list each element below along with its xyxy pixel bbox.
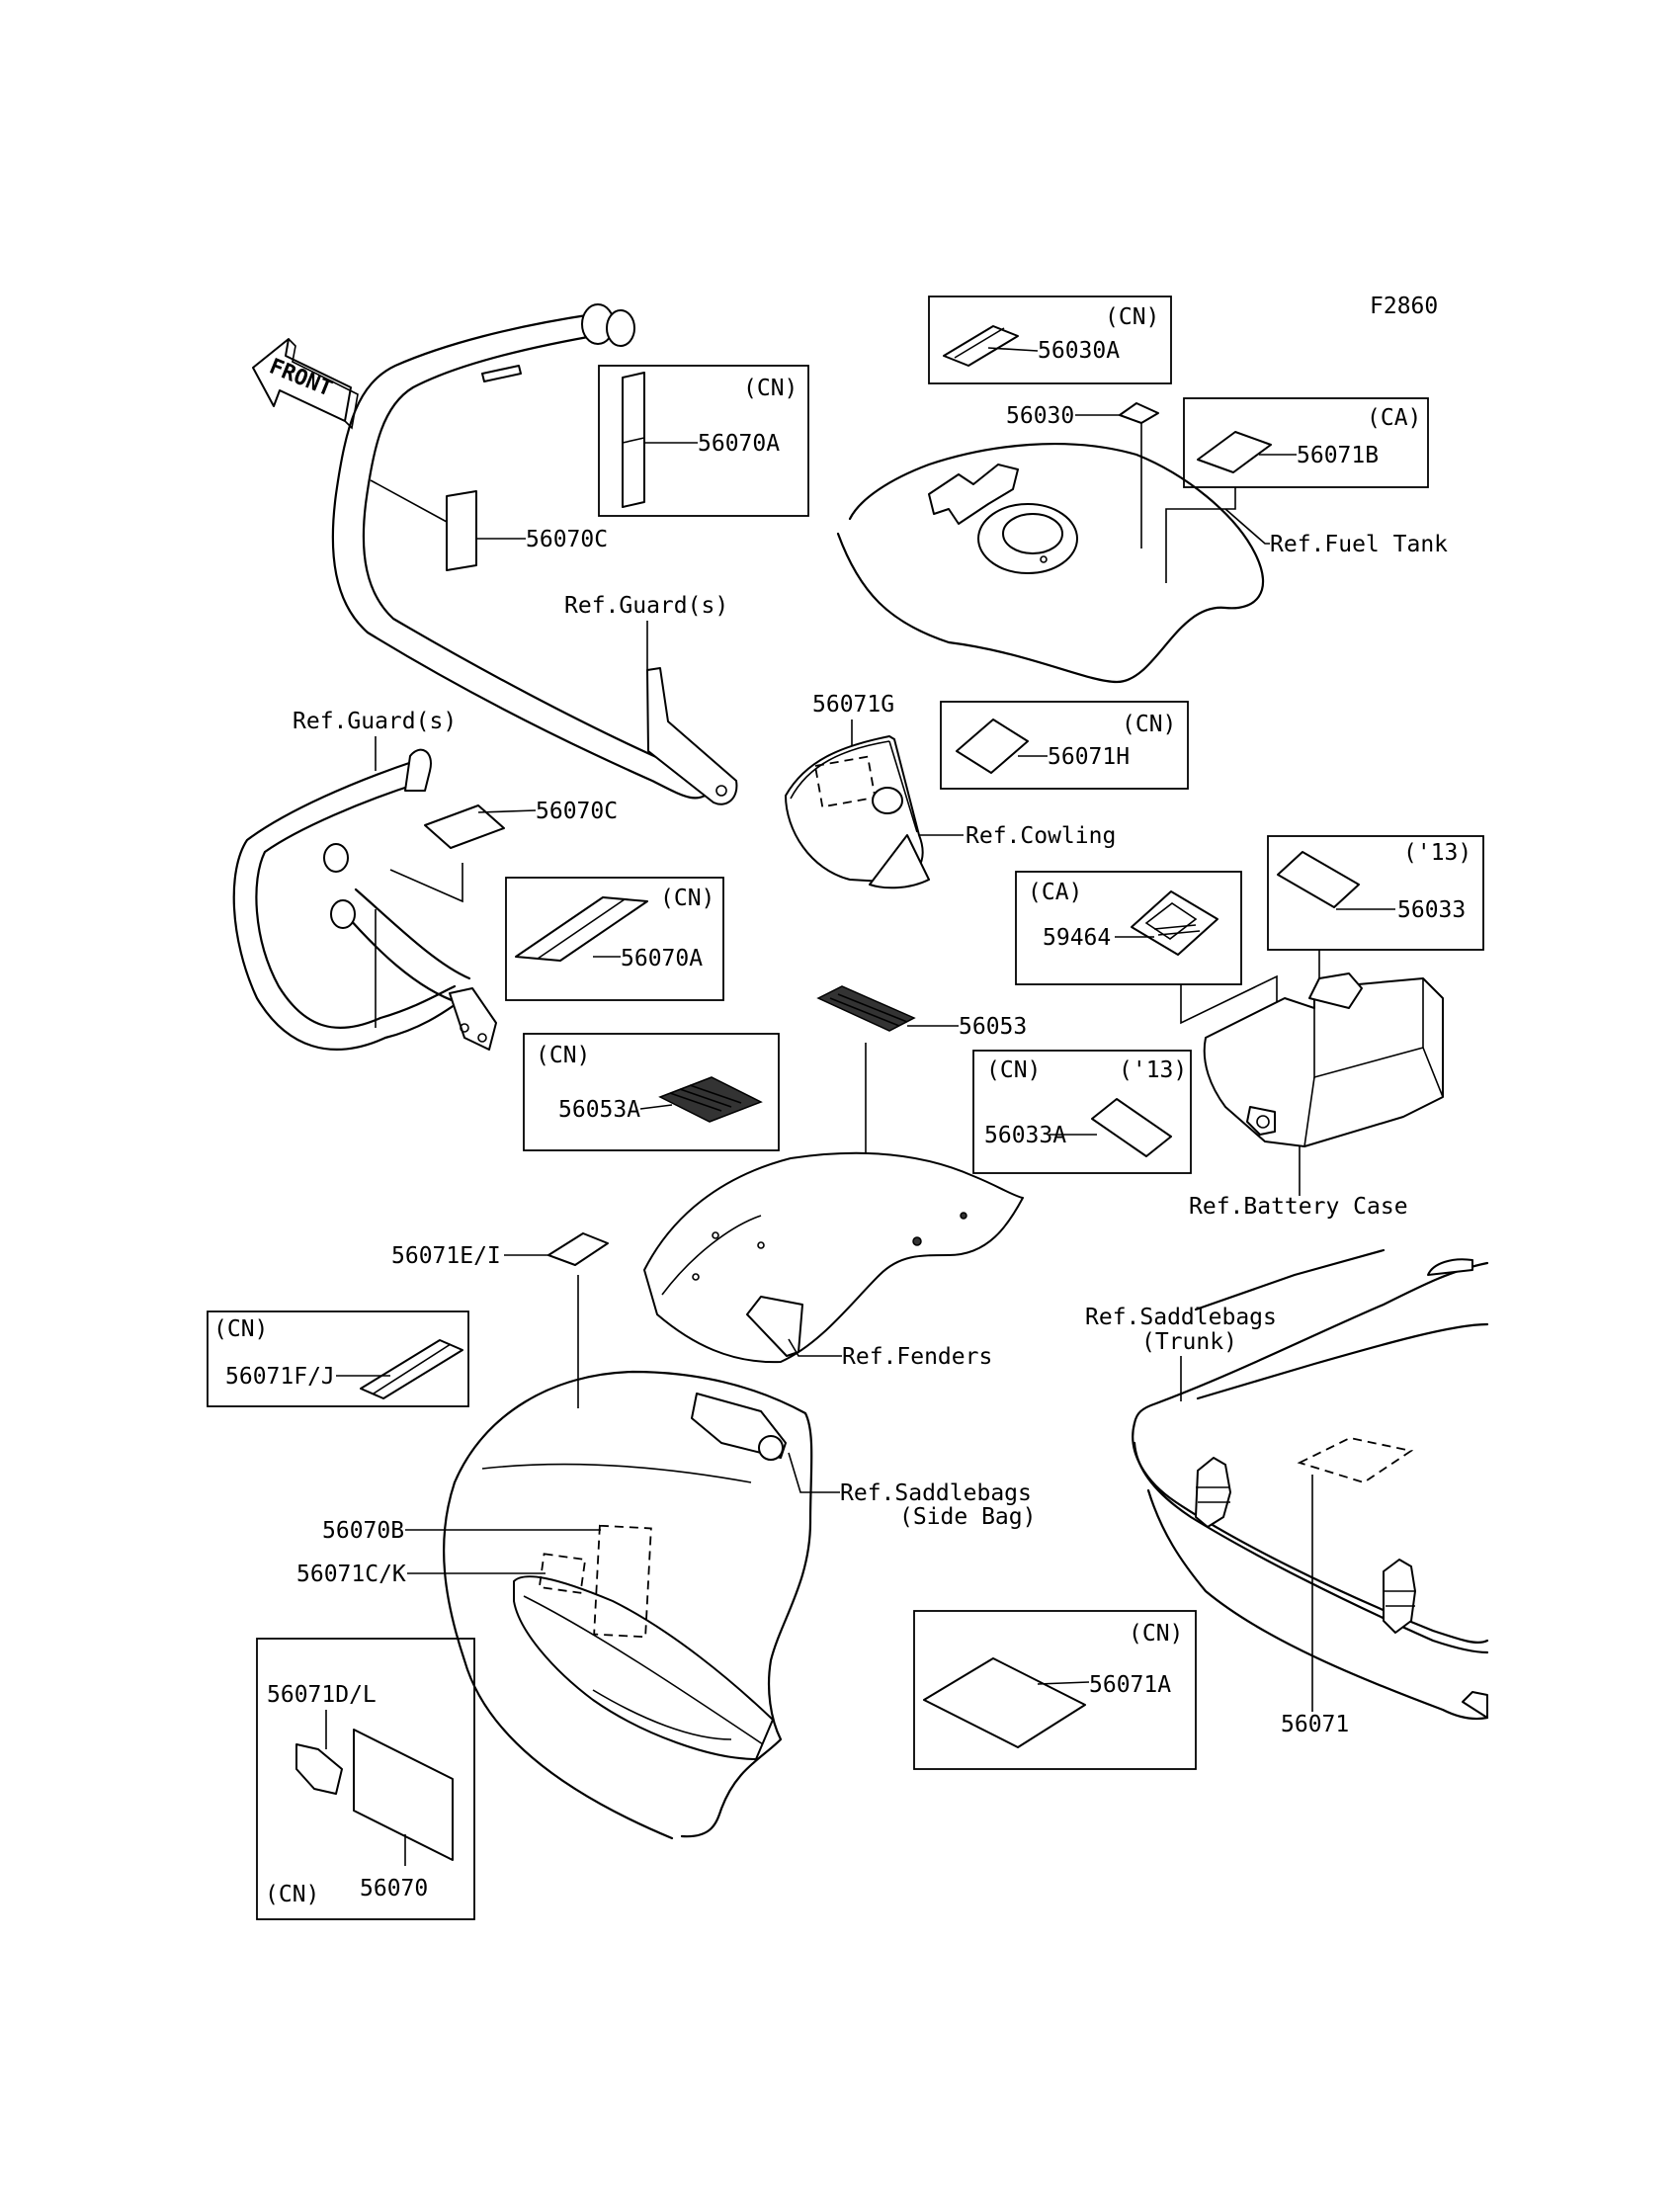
ref-saddlebags-side-2: (Side Bag)	[899, 1504, 1036, 1530]
part-56030A: 56030A	[1038, 338, 1120, 364]
side-saddlebag-drawing	[443, 1370, 813, 1840]
part-56070C-upper: 56070C	[526, 527, 608, 552]
callout-box-56071A: (CN) 56071A	[913, 1610, 1197, 1770]
part-56053: 56053	[959, 1014, 1027, 1040]
cn-code: (CN)	[536, 1043, 590, 1068]
ref-saddlebags-side-1: Ref.Saddlebags	[840, 1480, 1032, 1506]
part-56070A-upper: 56070A	[698, 431, 780, 457]
callout-box-59464: (CA) 59464	[1015, 871, 1242, 985]
callout-box-56030A: (CN) 56030A	[928, 296, 1172, 384]
y13-code: ('13)	[1403, 840, 1471, 866]
trunk-drawing	[1132, 1248, 1489, 1721]
callout-box-56033: ('13) 56033	[1267, 835, 1484, 951]
part-56071G: 56071G	[812, 692, 894, 718]
callout-box-56033A: (CN) ('13) 56033A	[972, 1050, 1192, 1174]
upper-guard-drawing	[331, 303, 738, 805]
callout-box-56071DL-56070: 56071D/L 56070 (CN)	[256, 1638, 475, 1920]
part-56033A: 56033A	[984, 1123, 1066, 1148]
ref-battery-case: Ref.Battery Case	[1189, 1194, 1408, 1220]
y13-code: ('13)	[1119, 1057, 1187, 1083]
part-56071FJ: 56071F/J	[225, 1364, 335, 1390]
part-56070C-lower: 56070C	[536, 799, 618, 824]
figure-code: F2860	[1370, 294, 1438, 319]
cn-code: (CN)	[265, 1882, 319, 1907]
callout-box-56070A-lower: (CN) 56070A	[505, 877, 724, 1001]
sticker-56053	[816, 985, 916, 1032]
ref-fenders: Ref.Fenders	[842, 1344, 992, 1370]
sticker-56030	[1119, 402, 1159, 424]
part-56071DL: 56071D/L	[267, 1682, 377, 1708]
ca-code: (CA)	[1367, 405, 1421, 431]
callout-box-56071FJ: (CN) 56071F/J	[207, 1310, 469, 1407]
front-arrow-icon: FRONT	[252, 338, 359, 430]
part-56071B: 56071B	[1297, 443, 1379, 468]
part-56033: 56033	[1397, 897, 1466, 923]
cn-code: (CN)	[660, 886, 714, 911]
ref-saddlebags-trunk-2: (Trunk)	[1141, 1329, 1237, 1355]
cn-code: (CN)	[743, 376, 798, 401]
cn-code: (CN)	[1122, 712, 1176, 737]
sticker-56070C-upper	[446, 490, 477, 571]
fender-drawing	[643, 1151, 1024, 1364]
cn-code: (CN)	[1129, 1621, 1183, 1647]
ref-cowling: Ref.Cowling	[966, 823, 1116, 849]
part-56071: 56071	[1281, 1712, 1349, 1737]
part-56030: 56030	[1006, 403, 1074, 429]
part-56070A-lower: 56070A	[621, 946, 703, 972]
part-56071CK: 56071C/K	[296, 1562, 406, 1587]
part-56071H: 56071H	[1048, 744, 1130, 770]
part-56053A: 56053A	[558, 1097, 640, 1123]
part-56071A: 56071A	[1089, 1672, 1171, 1698]
sticker-56070C-lower	[424, 804, 505, 849]
cn-code: (CN)	[213, 1316, 268, 1342]
part-59464: 59464	[1043, 925, 1111, 951]
sticker-56071EI	[547, 1232, 609, 1266]
part-56070B: 56070B	[322, 1518, 404, 1544]
fuel-tank-drawing	[836, 443, 1265, 684]
cn-code: (CN)	[986, 1057, 1041, 1083]
ref-fuel-tank: Ref.Fuel Tank	[1270, 532, 1448, 557]
callout-box-56071H: (CN) 56071H	[940, 701, 1189, 790]
part-56070: 56070	[360, 1876, 428, 1901]
battery-case-drawing	[1203, 972, 1444, 1147]
cn-code: (CN)	[1105, 304, 1159, 330]
ref-saddlebags-trunk-1: Ref.Saddlebags	[1085, 1305, 1277, 1330]
callout-box-56053A: (CN) 56053A	[523, 1033, 780, 1151]
ref-guard-upper: Ref.Guard(s)	[564, 593, 728, 619]
callout-box-56070A-upper: (CN) 56070A	[598, 365, 809, 517]
callout-box-56071B: (CA) 56071B	[1183, 397, 1429, 488]
lower-guard-drawing	[232, 748, 497, 1051]
part-56071EI: 56071E/I	[391, 1243, 501, 1269]
ref-guard-lower: Ref.Guard(s)	[293, 709, 457, 734]
ca-code: (CA)	[1028, 880, 1082, 905]
cowling-drawing	[785, 735, 930, 889]
